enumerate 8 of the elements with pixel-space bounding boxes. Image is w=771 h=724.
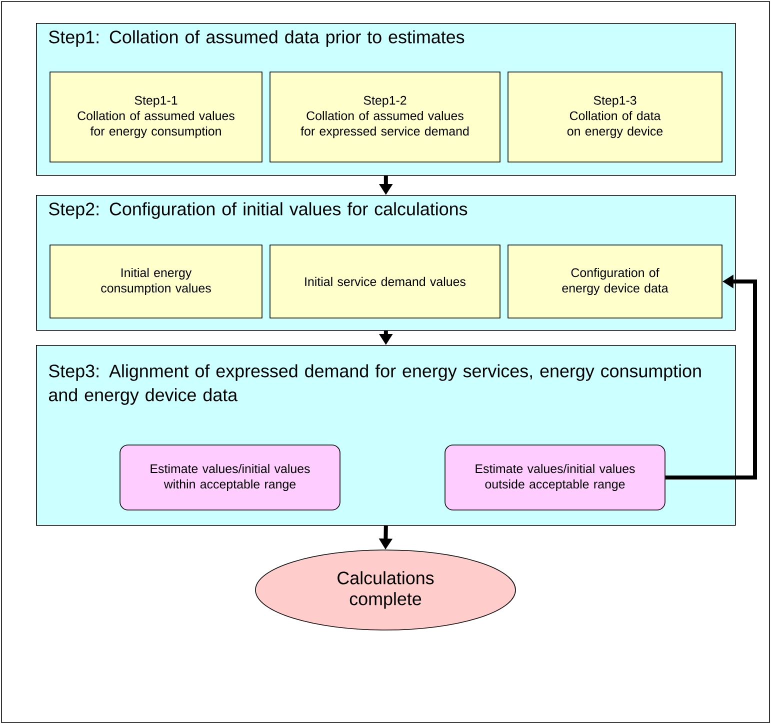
step-box: Initial service demand values (270, 244, 500, 318)
step-box: Initial energy consumption values (50, 244, 262, 318)
result-box: Estimate values/initial values outside acceptable range (444, 444, 666, 510)
step-box: Configuration of energy device data (508, 244, 722, 318)
step-box: Step1-2 Collation of assumed values for expressed service demand (270, 72, 500, 162)
result-box: Estimate values/initial values within acceptable range (120, 444, 340, 510)
step-box: Step1-3 Collation of data on energy device (508, 72, 722, 162)
step-box: Step1-1 Collation of assumed values for energy consumption (50, 72, 262, 162)
